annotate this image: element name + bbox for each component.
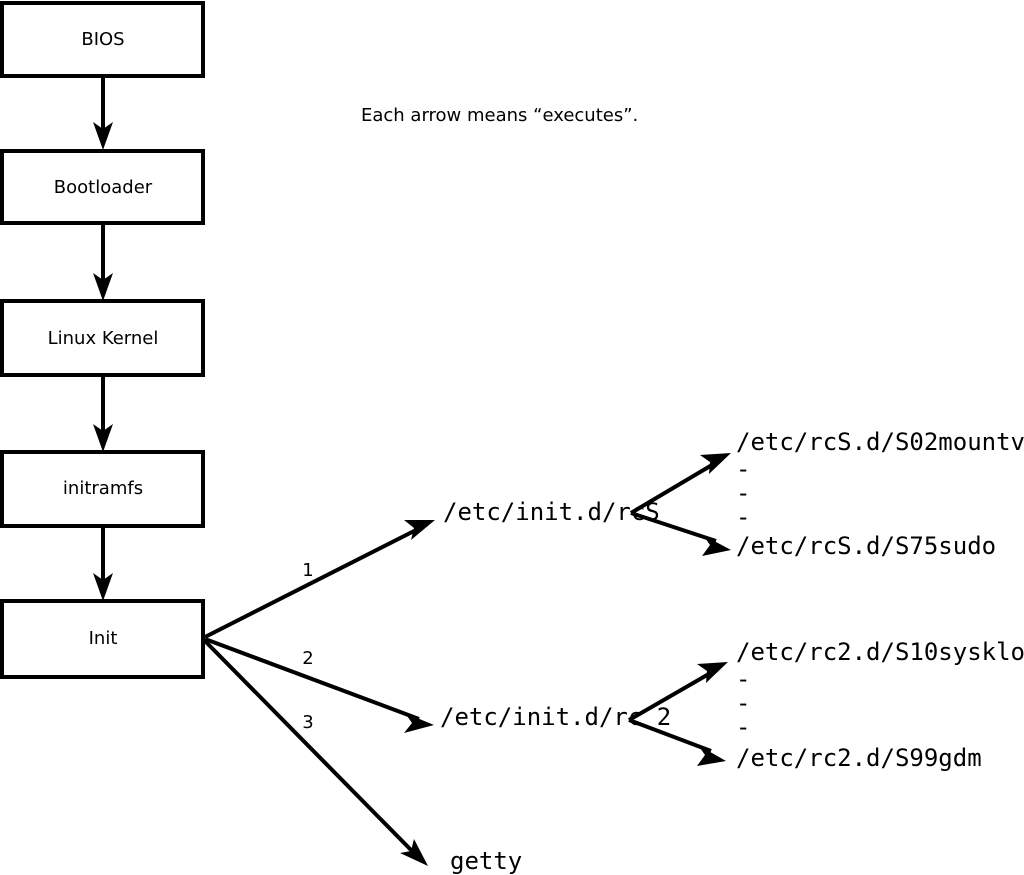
arrow-bios-to-bootloader: [93, 76, 113, 150]
arrow-init-to-rc2: [204, 637, 434, 733]
arrow-init-to-rcs: [204, 520, 435, 639]
box-linux-kernel-label: Linux Kernel: [48, 328, 159, 349]
legend-note: Each arrow means “executes”.: [361, 105, 638, 126]
box-bios-label: BIOS: [81, 29, 124, 50]
ellipsis-dash-rcs-2: -: [736, 479, 750, 507]
box-init[interactable]: Init: [0, 599, 205, 679]
box-initramfs-label: initramfs: [63, 478, 143, 499]
box-initramfs-rect: [0, 450, 205, 528]
box-init-rect: [0, 599, 205, 679]
leaf-label-rc2-first: /etc/rc2.d/S10sysklogd: [736, 638, 1024, 666]
ellipsis-dash-rc2-2: -: [736, 689, 750, 717]
box-bios[interactable]: BIOS: [0, 1, 205, 78]
node-label-getty: getty: [450, 847, 522, 875]
box-bootloader-label: Bootloader: [54, 177, 153, 198]
box-bios-rect: [0, 1, 205, 78]
box-init-label: Init: [89, 628, 118, 649]
arrow-bootloader-to-kernel: [93, 223, 113, 301]
arrow-rcs-to-first: [629, 453, 731, 515]
arrow-rc2-to-first: [628, 662, 728, 722]
arrow-rcs-to-last: [630, 511, 731, 556]
leaf-label-rcs-first: /etc/rcS.d/S02mountvirtfs: [736, 428, 1024, 456]
leaf-label-rc2-last: /etc/rc2.d/S99gdm: [736, 744, 982, 772]
box-bootloader[interactable]: Bootloader: [0, 149, 205, 225]
leaf-label-rcs-last: /etc/rcS.d/S75sudo: [736, 532, 996, 560]
edge-label-3: 3: [302, 712, 313, 733]
edge-label-2: 2: [302, 648, 313, 669]
ellipsis-dash-rcs-3: -: [736, 503, 750, 531]
box-linux-kernel[interactable]: Linux Kernel: [0, 299, 205, 377]
arrow-rc2-to-last: [628, 718, 726, 766]
ellipsis-dash-rc2-1: -: [736, 665, 750, 693]
node-label-rcs: /etc/init.d/rcS: [443, 498, 660, 526]
ellipsis-dash-rc2-3: -: [736, 713, 750, 741]
arrow-init-to-getty: [203, 639, 428, 866]
arrow-kernel-to-initramfs: [93, 375, 113, 452]
ellipsis-dash-rcs-1: -: [736, 455, 750, 483]
box-initramfs[interactable]: initramfs: [0, 450, 205, 528]
arrow-initramfs-to-init: [93, 526, 113, 601]
edge-label-1: 1: [302, 560, 313, 581]
